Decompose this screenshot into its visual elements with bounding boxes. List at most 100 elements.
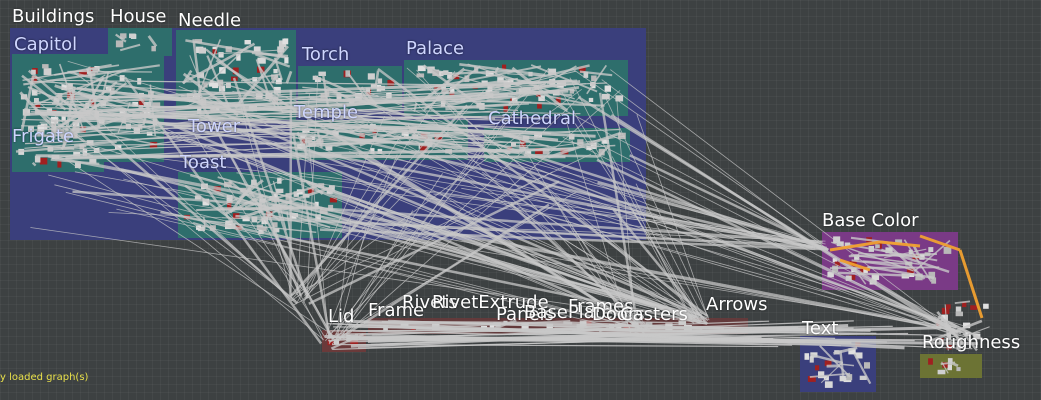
graph-node[interactable] — [42, 64, 49, 69]
graph-node[interactable] — [818, 371, 825, 379]
graph-node[interactable] — [807, 376, 816, 382]
graph-node[interactable] — [194, 39, 203, 44]
frame-label-panels[interactable]: Panels — [496, 304, 554, 325]
graph-node[interactable] — [815, 365, 820, 371]
graph-node[interactable] — [53, 97, 60, 103]
graph-node[interactable] — [875, 244, 880, 249]
graph-node[interactable] — [824, 360, 832, 367]
frame-label-tower[interactable]: Tower — [188, 116, 241, 137]
frame-label-frigate[interactable]: Frigate — [12, 126, 75, 147]
frame-label-lid[interactable]: Lid — [328, 306, 355, 327]
graph-node[interactable] — [143, 101, 152, 108]
graph-node[interactable] — [827, 271, 834, 278]
graph-node[interactable] — [262, 226, 267, 232]
graph-node[interactable] — [350, 339, 358, 346]
graph-node[interactable] — [937, 369, 946, 375]
frame-label-rivets[interactable]: Rivets — [402, 292, 458, 313]
graph-node[interactable] — [307, 187, 315, 194]
graph-node[interactable] — [832, 265, 839, 273]
graph-node[interactable] — [845, 275, 852, 281]
graph-node[interactable] — [955, 311, 963, 317]
graph-node[interactable] — [962, 301, 967, 308]
graph-node[interactable] — [31, 89, 38, 96]
graph-node[interactable] — [38, 124, 45, 132]
graph-node[interactable] — [928, 271, 936, 279]
graph-node[interactable] — [325, 146, 333, 151]
frame-label-baseplate[interactable]: BasePlate — [524, 302, 613, 323]
graph-node[interactable] — [119, 75, 125, 82]
graph-node[interactable] — [601, 93, 610, 100]
graph-node[interactable] — [863, 268, 868, 274]
graph-node[interactable] — [489, 322, 495, 329]
frame-label-toast[interactable]: Toast — [180, 152, 227, 173]
graph-node[interactable] — [895, 239, 903, 245]
graph-node[interactable] — [618, 132, 626, 140]
graph-node[interactable] — [74, 161, 81, 169]
graph-node[interactable] — [542, 148, 550, 155]
graph-node[interactable] — [115, 40, 124, 48]
graph-node[interactable] — [282, 38, 289, 45]
graph-node[interactable] — [336, 93, 342, 101]
graph-node[interactable] — [284, 57, 289, 64]
graph-node[interactable] — [31, 69, 36, 75]
graph-node[interactable] — [293, 191, 299, 197]
graph-node[interactable] — [824, 381, 833, 388]
graph-node[interactable] — [273, 193, 278, 198]
graph-node[interactable] — [416, 73, 425, 78]
graph-node[interactable] — [583, 71, 589, 78]
graph-node[interactable] — [273, 227, 280, 233]
graph-node[interactable] — [947, 364, 952, 371]
graph-node[interactable] — [332, 130, 339, 135]
graph-node[interactable] — [555, 96, 561, 104]
graph-node[interactable] — [970, 305, 978, 310]
graph-node[interactable] — [906, 268, 914, 274]
frame-label-buildings[interactable]: Buildings — [12, 6, 95, 27]
frame-label-frames[interactable]: Frames — [568, 296, 634, 317]
graph-node[interactable] — [441, 89, 448, 94]
graph-node[interactable] — [511, 142, 516, 147]
graph-node[interactable] — [503, 105, 509, 112]
graph-node[interactable] — [383, 325, 388, 332]
graph-node[interactable] — [942, 362, 948, 368]
frame-label-text[interactable]: Text — [802, 318, 839, 339]
graph-node[interactable] — [276, 188, 284, 193]
graph-node[interactable] — [943, 247, 952, 254]
graph-node[interactable] — [275, 77, 282, 85]
graph-node[interactable] — [300, 134, 307, 139]
graph-node[interactable] — [588, 97, 594, 102]
graph-node[interactable] — [257, 57, 266, 64]
graph-node[interactable] — [209, 225, 216, 231]
graph-node[interactable] — [941, 314, 948, 321]
graph-node[interactable] — [601, 139, 609, 144]
frame-label-roughness[interactable]: Roughness — [922, 332, 1021, 353]
graph-node[interactable] — [955, 306, 962, 312]
frame-label-base-color[interactable]: Base Color — [822, 210, 919, 231]
graph-node[interactable] — [956, 343, 961, 350]
graph-node[interactable] — [318, 71, 326, 76]
frame-label-arrows[interactable]: Arrows — [706, 294, 768, 315]
graph-node[interactable] — [387, 79, 395, 86]
graph-node[interactable] — [370, 84, 377, 89]
graph-node[interactable] — [586, 145, 592, 151]
graph-node[interactable] — [305, 136, 313, 143]
graph-node[interactable] — [31, 75, 38, 83]
graph-node[interactable] — [244, 40, 251, 45]
graph-node[interactable] — [947, 358, 953, 365]
graph-node[interactable] — [963, 322, 971, 329]
graph-node[interactable] — [34, 104, 41, 109]
graph-node[interactable] — [197, 72, 205, 78]
graph-node[interactable] — [218, 52, 224, 58]
frame-label-torch[interactable]: Torch — [302, 44, 350, 65]
graph-node[interactable] — [678, 320, 687, 326]
frame-label-casters[interactable]: Casters — [620, 304, 688, 325]
graph-node[interactable] — [378, 78, 383, 84]
graph-node[interactable] — [832, 258, 838, 263]
graph-node[interactable] — [945, 304, 951, 309]
graph-node[interactable] — [212, 82, 219, 89]
graph-node[interactable] — [192, 94, 200, 100]
graph-node[interactable] — [591, 75, 597, 82]
frame-label-house[interactable]: House — [110, 6, 167, 27]
graph-node[interactable] — [855, 352, 863, 359]
graph-node[interactable] — [417, 65, 426, 72]
